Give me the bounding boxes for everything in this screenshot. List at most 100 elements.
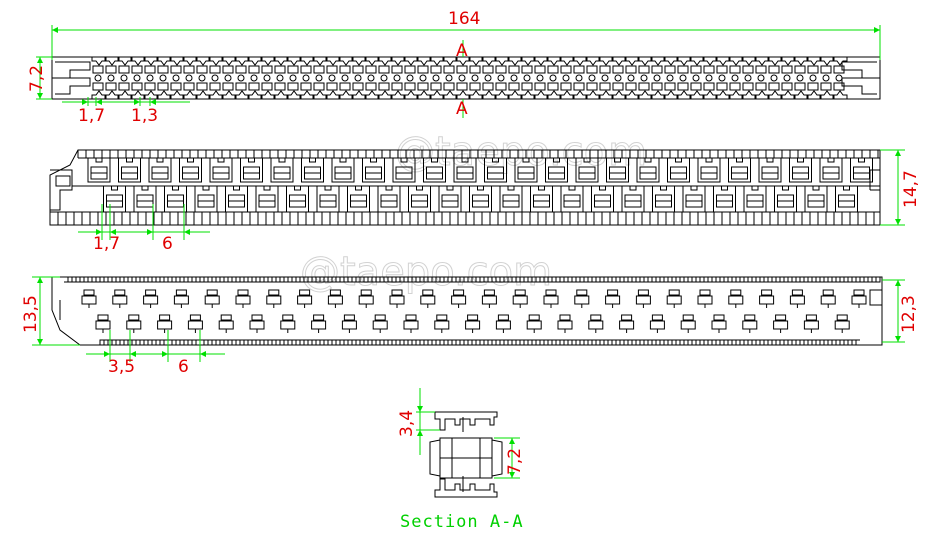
- outline-path: [803, 339, 809, 345]
- dim-section-gap: 3,4: [397, 410, 417, 437]
- outline-path: [390, 57, 406, 66]
- outline-circle: [341, 74, 349, 82]
- outline-circle: [705, 74, 713, 82]
- outline-path: [624, 57, 640, 66]
- outline-rect: [586, 65, 598, 74]
- outline-path: [99, 277, 105, 283]
- outline-path: [331, 339, 337, 345]
- outline-path: [491, 339, 497, 345]
- outline-rect: [170, 82, 182, 91]
- outline-path: [164, 186, 187, 213]
- outline-path: [316, 186, 340, 213]
- outline-path: [531, 339, 537, 345]
- outline-path: [835, 339, 841, 345]
- outline-rect: [742, 82, 754, 91]
- outline-path: [182, 57, 198, 66]
- outline-circle: [497, 74, 505, 82]
- outline-path: [721, 186, 728, 191]
- outline-path: [148, 158, 172, 183]
- outline-rect: [607, 289, 619, 296]
- outline-circle: [276, 74, 284, 82]
- outline-path: [468, 57, 484, 66]
- outline-rect: [417, 82, 429, 91]
- outline-path: [475, 339, 481, 345]
- outline-circle: [575, 74, 583, 82]
- outline-path: [560, 186, 584, 213]
- outline-rect: [235, 65, 247, 74]
- outline-path: [275, 339, 281, 345]
- outline-path: [637, 57, 653, 66]
- outline-path: [627, 339, 633, 345]
- outline-path: [731, 339, 737, 345]
- dimension-arrow: [417, 406, 423, 412]
- outline-path: [477, 186, 484, 191]
- outline-path: [545, 158, 568, 183]
- outline-rect: [834, 320, 850, 330]
- outline-rect: [83, 289, 95, 296]
- outline-path: [107, 277, 113, 283]
- outline-rect: [469, 65, 481, 74]
- outline-path: [598, 90, 614, 99]
- outline-path: [636, 158, 660, 183]
- outline-path: [507, 57, 523, 66]
- outline-circle: [354, 74, 362, 82]
- outline-path: [637, 90, 653, 99]
- outline-path: [423, 158, 446, 183]
- outline-circle: [523, 74, 531, 82]
- outline-rect: [131, 82, 143, 91]
- outline-path: [419, 339, 425, 345]
- outline-rect: [391, 82, 403, 91]
- outline-rect: [703, 65, 715, 74]
- outline-rect: [92, 65, 104, 74]
- outline-path: [707, 277, 713, 283]
- outline-path: [123, 277, 129, 283]
- outline-path: [243, 339, 249, 345]
- outline-path: [104, 57, 120, 66]
- outline-path: [547, 339, 553, 345]
- outline-rect: [605, 295, 621, 305]
- outline-path: [755, 277, 761, 283]
- outline-path: [325, 90, 341, 99]
- outline-path: [728, 158, 751, 183]
- outline-path: [278, 158, 286, 163]
- outline-path: [660, 186, 667, 191]
- dimension-arrow: [52, 27, 58, 33]
- outline-path: [811, 277, 817, 283]
- outline-path: [75, 277, 81, 283]
- outline-path: [240, 158, 263, 183]
- outline-rect: [430, 65, 442, 74]
- outline-rect: [599, 82, 611, 91]
- outline-path: [702, 90, 718, 99]
- outline-path: [702, 57, 718, 66]
- outline-rect: [483, 289, 495, 296]
- outline-path: [723, 277, 729, 283]
- outline-rect: [391, 289, 403, 296]
- outline-rect: [768, 65, 780, 74]
- outline-rect: [189, 314, 201, 321]
- outline-path: [312, 90, 328, 99]
- outline-path: [195, 57, 211, 66]
- outline-path: [804, 186, 828, 213]
- outline-path: [731, 277, 737, 283]
- outline-path: [793, 57, 809, 66]
- outline-circle: [614, 74, 622, 82]
- outline-circle: [367, 74, 375, 82]
- dimension-arrow: [874, 27, 880, 33]
- outline-rect: [528, 314, 540, 321]
- outline-path: [202, 186, 210, 191]
- outline-path: [690, 186, 698, 191]
- outline-rect: [794, 65, 806, 74]
- dim-mid-height: 14,7: [901, 170, 921, 208]
- outline-path: [627, 277, 633, 283]
- outline-path: [461, 158, 469, 163]
- outline-rect: [204, 295, 220, 305]
- outline-circle: [289, 74, 297, 82]
- outline-rect: [805, 314, 817, 321]
- outline-rect: [521, 65, 533, 74]
- outline-path: [259, 339, 265, 345]
- outline-path: [156, 57, 172, 66]
- outline-path: [806, 90, 822, 99]
- outline-path: [635, 277, 641, 283]
- outline-path: [416, 186, 423, 191]
- outline-rect: [534, 65, 546, 74]
